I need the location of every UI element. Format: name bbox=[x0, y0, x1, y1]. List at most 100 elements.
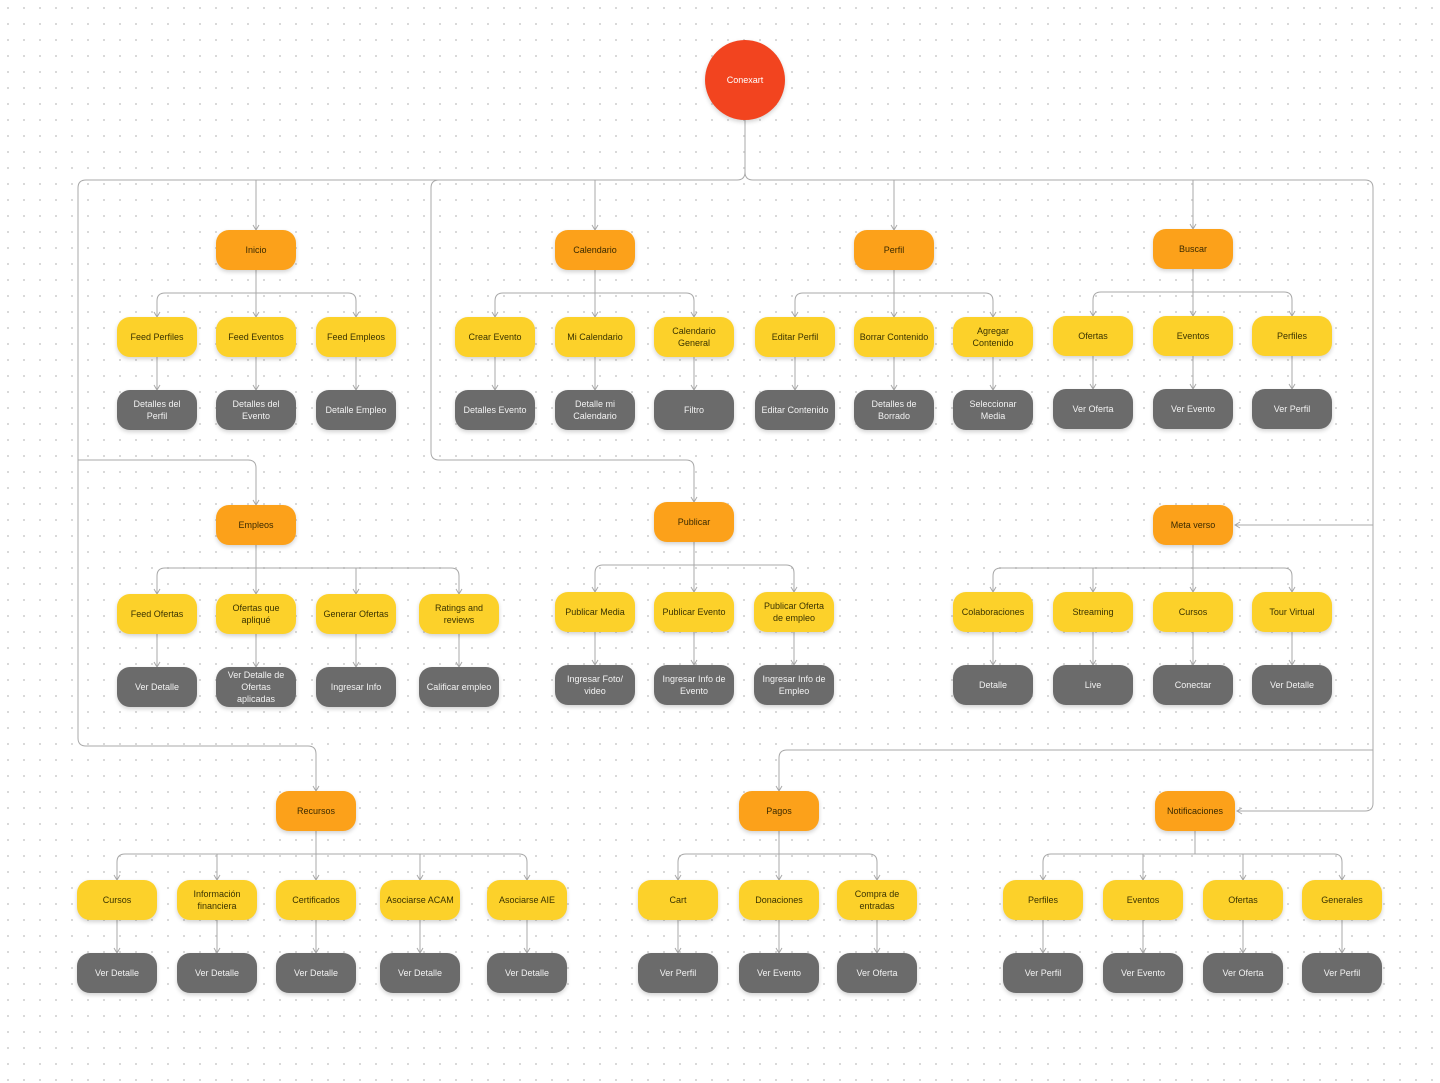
node-notif-eventos-leaf: Ver Evento bbox=[1103, 953, 1183, 993]
connector-line bbox=[518, 853, 531, 881]
node-perfil-label: Perfil bbox=[883, 245, 905, 255]
node-publicar-media: Publicar Media bbox=[555, 592, 635, 632]
node-asociarse-aie-leaf-label: Ver Detalle bbox=[504, 968, 550, 978]
node-ratings-reviews-leaf: Calificar empleo bbox=[419, 667, 499, 707]
node-calendario: Calendario bbox=[555, 230, 635, 270]
node-recursos-label: Recursos bbox=[296, 806, 335, 816]
node-buscar: Buscar bbox=[1153, 229, 1233, 269]
node-crear-evento-label: Crear Evento bbox=[468, 332, 522, 342]
node-agregar-contenido-leaf: Seleccionar Media bbox=[953, 390, 1033, 430]
node-inicio-label: Inicio bbox=[245, 245, 267, 255]
connector-line bbox=[744, 171, 1374, 815]
node-borrar-contenido-label: Borrar Contenido bbox=[859, 332, 929, 342]
node-buscar-eventos-leaf-label: Ver Evento bbox=[1170, 404, 1216, 414]
node-informacion-financiera: Información financiera bbox=[177, 880, 257, 920]
node-donaciones-leaf-label: Ver Evento bbox=[756, 968, 802, 978]
node-feed-ofertas-leaf: Ver Detalle bbox=[117, 667, 197, 707]
node-tour-virtual-label: Tour Virtual bbox=[1269, 607, 1315, 617]
node-feed-perfiles: Feed Perfiles bbox=[117, 317, 197, 357]
node-feed-ofertas: Feed Ofertas bbox=[117, 594, 197, 634]
connector-line bbox=[153, 567, 166, 595]
node-feed-ofertas-label: Feed Ofertas bbox=[130, 609, 184, 619]
node-certificados-leaf-label: Ver Detalle bbox=[293, 968, 339, 978]
node-agregar-contenido: Agregar Contenido bbox=[953, 317, 1033, 357]
node-generar-ofertas-leaf-label: Ingresar Info bbox=[330, 682, 382, 692]
node-generar-ofertas: Generar Ofertas bbox=[316, 594, 396, 634]
node-publicar-media-label: Publicar Media bbox=[565, 607, 625, 617]
node-tour-virtual-leaf: Ver Detalle bbox=[1252, 665, 1332, 705]
node-buscar-eventos-leaf: Ver Evento bbox=[1153, 389, 1233, 429]
node-inicio: Inicio bbox=[216, 230, 296, 270]
node-cart: Cart bbox=[638, 880, 718, 920]
node-buscar-ofertas-leaf: Ver Oferta bbox=[1053, 389, 1133, 429]
node-asociarse-acam-leaf: Ver Detalle bbox=[380, 953, 460, 993]
node-recursos-cursos-leaf: Ver Detalle bbox=[77, 953, 157, 993]
node-ofertas-aplique-leaf: Ver Detalle de Ofertas aplicadas bbox=[216, 667, 296, 707]
node-metaverso-label: Meta verso bbox=[1170, 520, 1216, 530]
node-streaming: Streaming bbox=[1053, 592, 1133, 632]
connector-line bbox=[1039, 853, 1052, 881]
node-publicar-evento: Publicar Evento bbox=[654, 592, 734, 632]
node-compra-entradas-label: Compra de entradas bbox=[854, 889, 900, 911]
node-editar-perfil-label: Editar Perfil bbox=[771, 332, 819, 342]
connector-line bbox=[1333, 853, 1346, 881]
node-borrar-contenido: Borrar Contenido bbox=[854, 317, 934, 357]
node-calendario-general: Calendario General bbox=[654, 317, 734, 357]
node-tour-virtual-leaf-label: Ver Detalle bbox=[1269, 680, 1315, 690]
node-ratings-reviews: Ratings and reviews bbox=[419, 594, 499, 634]
node-editar-perfil: Editar Perfil bbox=[755, 317, 835, 357]
connector-line bbox=[591, 564, 604, 593]
node-pagos: Pagos bbox=[739, 791, 819, 831]
node-editar-perfil-leaf-label: Editar Contenido bbox=[761, 405, 829, 415]
node-buscar-perfiles-leaf-label: Ver Perfil bbox=[1273, 404, 1311, 414]
connector-line bbox=[491, 292, 504, 318]
node-agregar-contenido-label: Agregar Contenido bbox=[972, 326, 1014, 348]
connector-line bbox=[1283, 567, 1296, 593]
node-colaboraciones-leaf: Detalle bbox=[953, 665, 1033, 705]
node-colaboraciones: Colaboraciones bbox=[953, 592, 1033, 632]
node-informacion-financiera-label: Información financiera bbox=[193, 889, 241, 911]
node-conexart-label: Conexart bbox=[726, 75, 764, 85]
node-feed-empleos: Feed Empleos bbox=[316, 317, 396, 357]
connector-line bbox=[1283, 291, 1296, 317]
node-borrar-contenido-leaf: Detalles de Borrado bbox=[854, 390, 934, 430]
connector-line bbox=[674, 853, 687, 881]
connector-line bbox=[113, 853, 126, 881]
node-ratings-reviews-label: Ratings and reviews bbox=[434, 603, 484, 625]
node-ratings-reviews-leaf-label: Calificar empleo bbox=[426, 682, 492, 692]
node-mi-calendario: Mi Calendario bbox=[555, 317, 635, 357]
node-buscar-ofertas: Ofertas bbox=[1053, 316, 1133, 356]
node-cart-label: Cart bbox=[669, 895, 687, 905]
node-donaciones-label: Donaciones bbox=[755, 895, 803, 905]
node-notif-generales-leaf: Ver Perfil bbox=[1302, 953, 1382, 993]
node-crear-evento: Crear Evento bbox=[455, 317, 535, 357]
connector-line bbox=[791, 292, 804, 318]
node-buscar-ofertas-label: Ofertas bbox=[1078, 331, 1108, 341]
node-crear-evento-leaf-label: Detalles Evento bbox=[463, 405, 527, 415]
node-borrar-contenido-leaf-label: Detalles de Borrado bbox=[871, 399, 917, 421]
node-notif-generales-label: Generales bbox=[1321, 895, 1363, 905]
node-certificados-label: Certificados bbox=[292, 895, 340, 905]
node-calendario-general-label: Calendario General bbox=[672, 326, 716, 348]
node-empleos: Empleos bbox=[216, 505, 296, 545]
node-notif-ofertas-leaf: Ver Oferta bbox=[1203, 953, 1283, 993]
node-feed-ofertas-leaf-label: Ver Detalle bbox=[134, 682, 180, 692]
node-perfil: Perfil bbox=[854, 230, 934, 270]
connector-line bbox=[430, 179, 698, 503]
node-publicar-label: Publicar bbox=[677, 517, 711, 527]
node-mi-calendario-label: Mi Calendario bbox=[567, 332, 623, 342]
node-notif-eventos-leaf-label: Ver Evento bbox=[1120, 968, 1166, 978]
connector-line bbox=[450, 567, 463, 595]
node-editar-perfil-leaf: Editar Contenido bbox=[755, 390, 835, 430]
node-calendario-label: Calendario bbox=[573, 245, 617, 255]
node-publicar: Publicar bbox=[654, 502, 734, 542]
node-donaciones: Donaciones bbox=[739, 880, 819, 920]
node-feed-eventos-leaf: Detalles del Evento bbox=[216, 390, 296, 430]
node-metaverso-cursos-leaf: Conectar bbox=[1153, 665, 1233, 705]
node-feed-perfiles-leaf-label: Detalles del Perfil bbox=[133, 399, 181, 421]
connector-line bbox=[1089, 291, 1102, 317]
connector-line bbox=[77, 120, 746, 792]
node-publicar-evento-leaf: Ingresar Info de Evento bbox=[654, 665, 734, 705]
node-feed-perfiles-label: Feed Perfiles bbox=[130, 332, 184, 342]
node-recursos-cursos-label: Cursos bbox=[102, 895, 132, 905]
